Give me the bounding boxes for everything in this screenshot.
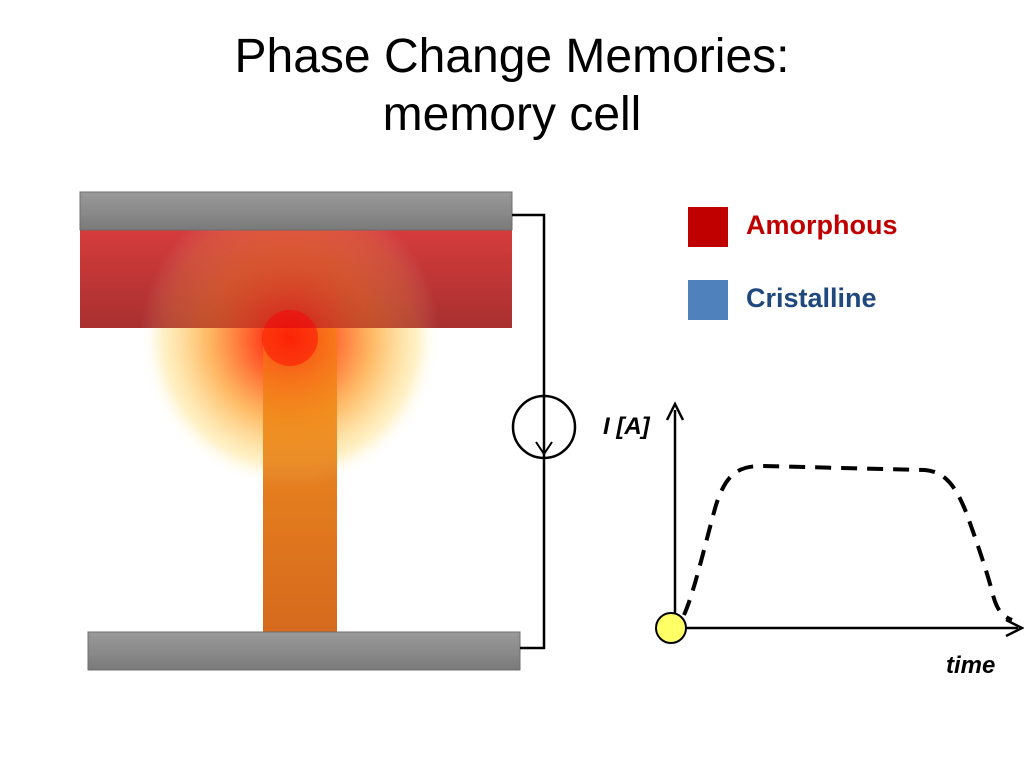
current-source-icon — [511, 394, 577, 460]
current-arrow-icon — [535, 400, 553, 456]
top-electrode — [79, 191, 513, 231]
cristalline-label: Cristalline — [746, 283, 877, 313]
amorphous-label: Amorphous — [746, 210, 898, 240]
circuit-wire — [512, 213, 546, 650]
x-axis-label: time — [946, 652, 996, 679]
title-line-2: memory cell — [382, 88, 642, 141]
x-axis-arrow-icon — [1005, 618, 1024, 638]
amorphous-swatch — [688, 207, 728, 247]
y-axis-arrow-icon — [665, 401, 685, 421]
hotspot-core — [262, 310, 318, 366]
origin-marker — [655, 612, 687, 644]
hotspot-overlay — [140, 188, 440, 488]
bottom-electrode — [87, 631, 521, 671]
cristalline-swatch — [688, 280, 728, 320]
title-line-1: Phase Change Memories: — [234, 30, 790, 83]
y-axis-label: I [A] — [603, 413, 650, 440]
slide-title: Phase Change Memories: memory cell — [0, 28, 1024, 144]
current-pulse-curve — [682, 463, 1013, 622]
